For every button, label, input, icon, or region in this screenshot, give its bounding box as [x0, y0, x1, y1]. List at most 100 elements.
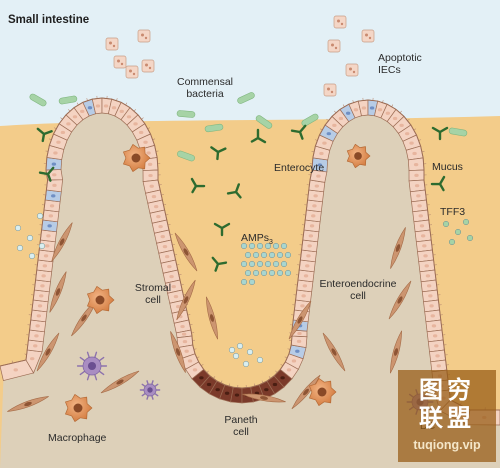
stromal-cell-nucleus — [175, 348, 181, 356]
bacterium-body — [204, 123, 224, 133]
apoptotic-fragment — [129, 69, 132, 73]
cell-nucleus — [435, 354, 440, 358]
dark-bacterium-body — [430, 175, 446, 192]
cell-nucleus — [171, 285, 176, 289]
cell-nucleus — [153, 205, 159, 209]
macrophage — [123, 144, 151, 172]
cell-nucleus — [430, 314, 435, 318]
cell-nucleus — [40, 284, 45, 288]
cell-nucleus — [162, 245, 168, 249]
stromal-cell — [51, 222, 73, 262]
stromal-cell — [390, 330, 402, 374]
stromal-cell — [7, 396, 49, 412]
cell-nucleus — [33, 344, 38, 348]
cell-nucleus — [47, 224, 52, 228]
macrophage-nucleus — [73, 403, 83, 413]
apoptotic-iec — [105, 37, 119, 51]
cell-nucleus — [187, 359, 193, 363]
apoptotic-iec — [137, 29, 151, 43]
apoptotic-fragment — [132, 72, 136, 76]
cell-nucleus — [314, 184, 320, 188]
dark-bacterium — [213, 222, 231, 237]
cell-nucleus — [312, 204, 317, 208]
stromal-cell-nucleus — [81, 314, 87, 322]
dendritic-cell-nucleus — [147, 387, 153, 393]
dark-bacterium-body — [213, 222, 231, 237]
apoptotic-fragment — [352, 70, 356, 74]
cell-nucleus — [428, 294, 433, 298]
cell-nucleus — [37, 304, 43, 308]
apoptotic-fragment — [148, 66, 152, 70]
cell-nucleus — [66, 122, 71, 126]
stromal-cell-nucleus — [393, 348, 399, 356]
cell-nucleus — [80, 109, 85, 114]
apoptotic-iec — [327, 39, 341, 53]
amp-dot — [244, 269, 252, 277]
dark-bacterium-body — [250, 128, 267, 144]
amp-dot — [284, 269, 292, 277]
cell-nucleus — [103, 104, 109, 108]
stromal-cell-nucleus — [45, 348, 51, 356]
amp-dot — [242, 360, 250, 368]
amp-dot — [280, 260, 288, 268]
amp-dot — [14, 224, 22, 232]
amp-dot — [268, 251, 276, 259]
stromal-cell-nucleus — [24, 401, 32, 407]
cell-nucleus — [300, 304, 305, 308]
macrophage-nucleus — [354, 152, 362, 160]
cell-nucleus — [432, 334, 438, 338]
macrophage-nucleus — [317, 387, 327, 397]
amp-dot — [248, 242, 256, 250]
apoptotic-iec — [141, 59, 155, 73]
cell-nucleus — [413, 162, 419, 167]
dendritic-cell-nucleus — [87, 361, 97, 371]
cell-nucleus — [377, 108, 383, 112]
amp-dot — [36, 212, 44, 220]
cell-nucleus — [404, 132, 410, 136]
apoptotic-iec — [361, 29, 375, 43]
amp-dot — [244, 251, 252, 259]
commensal-bacterium — [177, 150, 195, 162]
apoptotic-fragment — [112, 44, 116, 48]
cell-nucleus — [49, 204, 55, 208]
cell-nucleus — [133, 122, 138, 126]
cell-nucleus — [345, 111, 351, 115]
commensal-bacterium — [58, 95, 78, 105]
amp-dot — [240, 242, 248, 250]
label-tff3: TFF3 — [440, 206, 466, 218]
stromal-cell — [206, 296, 218, 340]
apoptotic-iec-body — [361, 29, 375, 43]
apoptotic-iec-body — [113, 55, 127, 69]
cell-nucleus — [307, 244, 312, 248]
cell-nucleus — [192, 368, 198, 372]
apoptotic-fragment — [334, 46, 338, 50]
amp-dot — [260, 251, 268, 259]
cell-nucleus — [416, 194, 421, 198]
cell-nucleus — [313, 194, 318, 198]
cell-nucleus — [434, 344, 439, 348]
cell-nucleus — [280, 376, 285, 380]
cell-nucleus — [56, 140, 61, 144]
stromal-cell-nucleus — [303, 388, 309, 396]
apoptotic-fragment — [337, 19, 340, 23]
cell-nucleus — [52, 173, 57, 177]
amp-dot — [272, 242, 280, 250]
stromal-cell — [291, 374, 321, 410]
apoptotic-fragment — [330, 90, 334, 94]
cell-nucleus — [149, 184, 154, 188]
stromal-cell-nucleus — [395, 244, 401, 252]
cell-nucleus — [147, 162, 153, 166]
bacterium-body — [176, 110, 196, 118]
apoptotic-fragment — [117, 59, 120, 63]
dark-bacterium-body — [226, 183, 242, 199]
stromal-cell — [174, 232, 198, 272]
cell-nucleus — [326, 132, 332, 136]
cell-nucleus — [51, 194, 56, 198]
apoptotic-iec-body — [327, 39, 341, 53]
amp-dot — [252, 251, 260, 259]
apoptotic-fragment — [368, 36, 372, 40]
